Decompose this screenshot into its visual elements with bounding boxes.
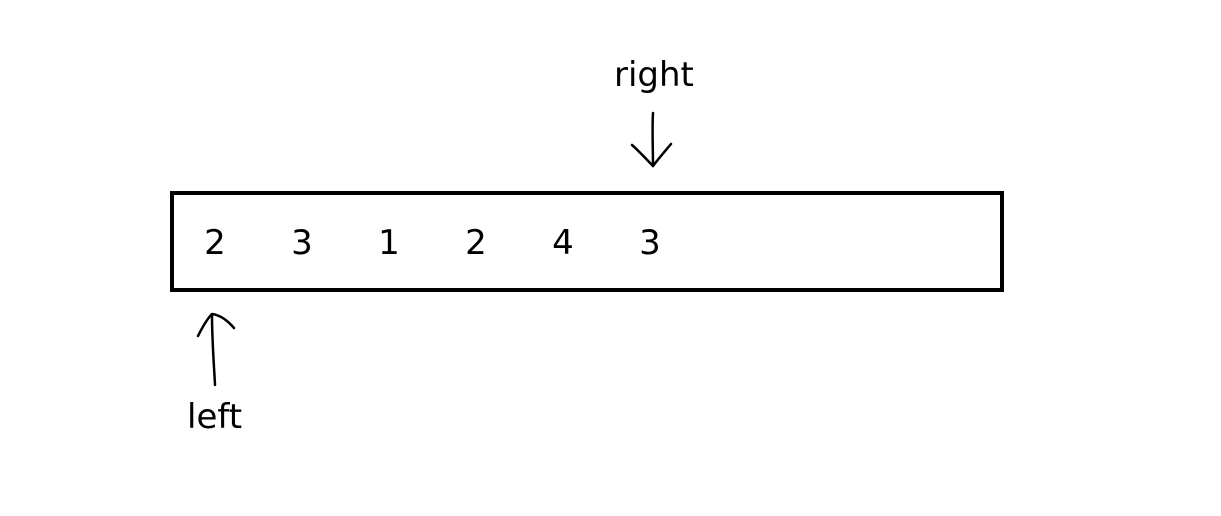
array-cell-1: 3	[291, 223, 313, 263]
array-cell-0: 2	[204, 223, 226, 263]
array-cell-5: 3	[639, 223, 661, 263]
left-up-arrow-icon	[196, 312, 236, 387]
right-down-arrow-icon	[630, 111, 673, 168]
array-cell-2: 1	[378, 223, 400, 263]
array-cell-4: 4	[552, 223, 574, 263]
right-pointer-label: right	[614, 55, 694, 95]
array-box	[170, 191, 1004, 292]
array-cell-3: 2	[465, 223, 487, 263]
left-pointer-label: left	[187, 397, 243, 437]
